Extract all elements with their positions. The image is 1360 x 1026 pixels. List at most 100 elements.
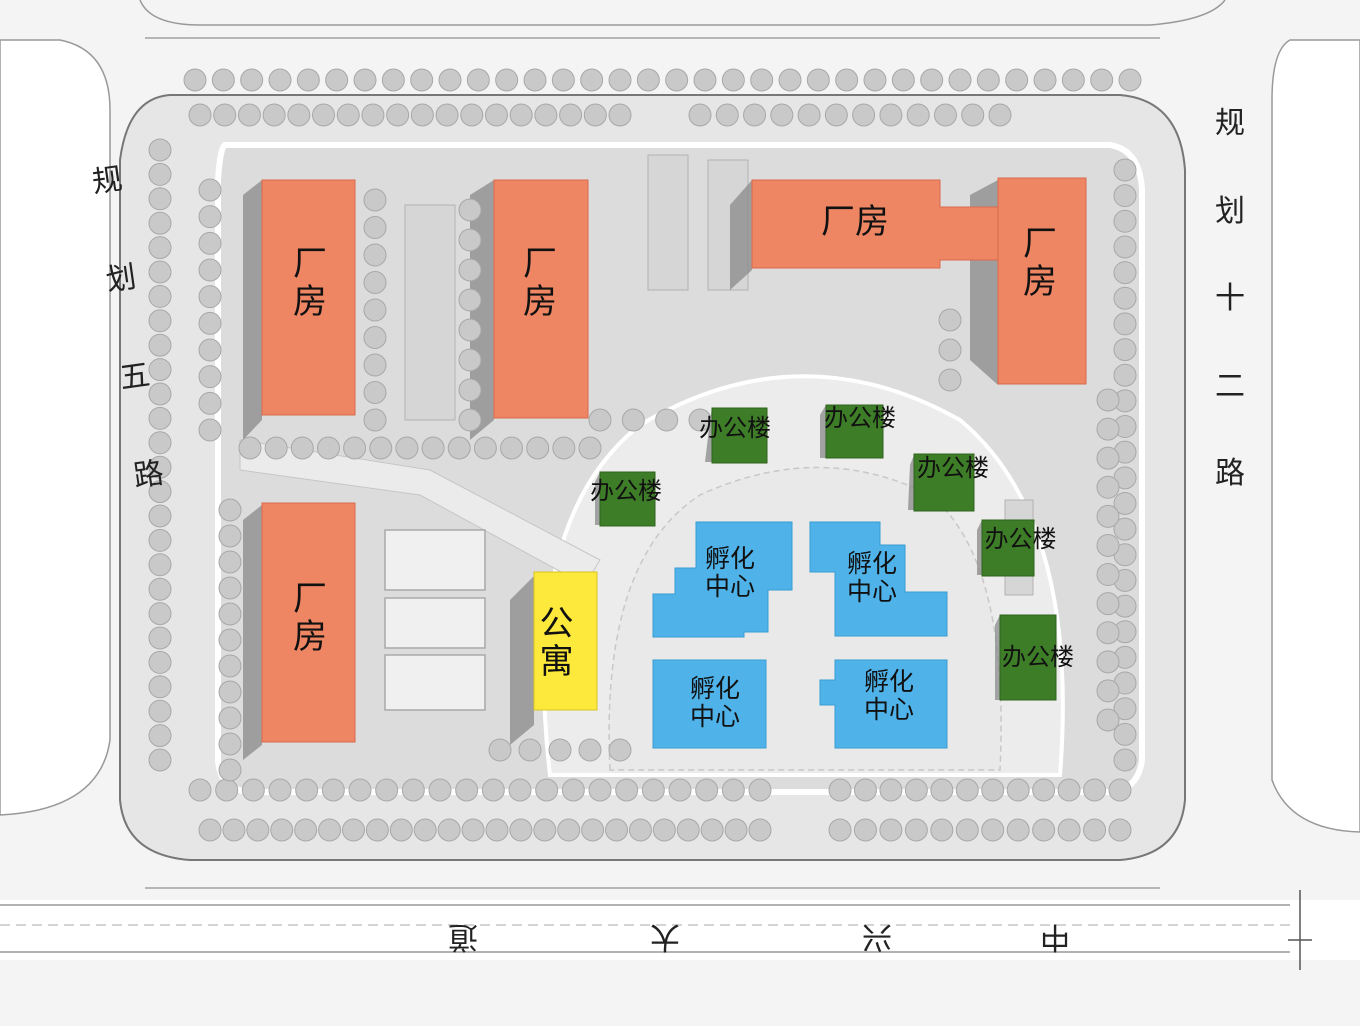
tree-icon (835, 68, 859, 92)
tree-icon (363, 243, 387, 267)
factory-label: 厂房 (821, 202, 889, 242)
road-label-south-2: 兴 (862, 919, 892, 954)
tree-icon (608, 103, 632, 127)
tree-icon (500, 436, 524, 460)
tree-icon (484, 103, 508, 127)
incubator-label: 孵化 中心 (846, 549, 897, 606)
tree-icon (458, 228, 482, 252)
tree-icon (1108, 778, 1132, 802)
road-label-south-3: 大 (650, 919, 680, 954)
tree-icon (988, 103, 1012, 127)
tree-icon (363, 353, 387, 377)
tree-icon (655, 408, 679, 432)
tree-icon (148, 602, 172, 626)
tree-icon (588, 778, 612, 802)
tree-icon (1113, 697, 1137, 721)
tree-icon (891, 68, 915, 92)
tree-icon (198, 391, 222, 415)
tree-icon (148, 260, 172, 284)
tree-icon (437, 818, 461, 842)
tree-icon (363, 326, 387, 349)
tree-icon (904, 818, 928, 842)
tree-icon (410, 103, 434, 127)
tree-icon (213, 103, 237, 127)
tree-icon (853, 778, 877, 802)
tree-icon (148, 382, 172, 406)
tree-icon (318, 818, 342, 842)
tree-icon (148, 138, 172, 162)
tree-icon (938, 368, 962, 392)
road-label-east: 规 划 十 二 路 (1215, 106, 1245, 492)
tree-icon (933, 103, 957, 127)
tree-icon (533, 818, 557, 842)
tree-icon (198, 231, 222, 255)
tree-icon (1032, 778, 1056, 802)
tree-icon (481, 778, 505, 802)
tree-icon (363, 408, 387, 432)
tree-icon (605, 818, 629, 842)
tree-icon (148, 748, 172, 772)
tree-icon (363, 298, 387, 322)
tree-icon (700, 818, 724, 842)
north-road-edge (139, 0, 1226, 26)
tree-icon (188, 778, 212, 802)
tree-icon (548, 738, 572, 762)
office-label: 办公楼 (699, 414, 771, 442)
tree-icon (1113, 748, 1137, 772)
tree-icon (466, 68, 490, 92)
tree-icon (695, 778, 719, 802)
tree-icon (1096, 446, 1120, 470)
office-buildings (599, 404, 1057, 701)
tree-icon (828, 778, 852, 802)
tree-icon (981, 818, 1005, 842)
tree-icon (578, 738, 602, 762)
tree-icon (668, 778, 692, 802)
tree-icon (413, 818, 437, 842)
tree-icon (559, 103, 583, 127)
tree-icon (688, 103, 712, 127)
tree-icon (1096, 475, 1120, 499)
tree-icon (296, 68, 320, 92)
office-label: 办公楼 (590, 477, 662, 505)
tree-icon (438, 68, 462, 92)
tree-icon (621, 408, 645, 432)
tree-icon (1108, 818, 1132, 842)
factory-5 (997, 177, 1087, 385)
tree-icon (148, 480, 172, 504)
tree-icon (1006, 778, 1030, 802)
tree-icon (183, 68, 207, 92)
tree-icon (1113, 338, 1137, 362)
tree-icon (976, 68, 1000, 92)
tree-icon (386, 103, 410, 127)
tree-icon (148, 333, 172, 357)
tree-icon (693, 68, 717, 92)
tree-icon (198, 205, 222, 229)
tree-icon (148, 650, 172, 674)
incubator-2 (809, 521, 948, 637)
tree-icon (198, 285, 222, 309)
tree-icon (188, 103, 212, 127)
tree-icon (852, 103, 876, 127)
tree-icon (955, 818, 979, 842)
tree-icon (381, 68, 405, 92)
tree-icon (148, 577, 172, 601)
tree-icon (615, 778, 639, 802)
tree-icon (715, 103, 739, 127)
tree-icon (750, 68, 774, 92)
apartment-label: 公 寓 (539, 604, 574, 683)
tree-icon (211, 68, 235, 92)
tree-icon (148, 162, 172, 186)
tree-icon (1096, 679, 1120, 703)
tree-icon (879, 103, 903, 127)
factory-1 (261, 179, 356, 416)
tree-icon (676, 818, 700, 842)
tree-icon (395, 436, 419, 460)
tree-icon (270, 818, 294, 842)
road-label-south-1: 中 (1040, 919, 1070, 954)
office-6 (999, 614, 1057, 701)
tree-icon (1118, 68, 1142, 92)
tree-icon (294, 818, 318, 842)
tree-icon (1113, 491, 1137, 515)
tree-icon (1096, 388, 1120, 412)
